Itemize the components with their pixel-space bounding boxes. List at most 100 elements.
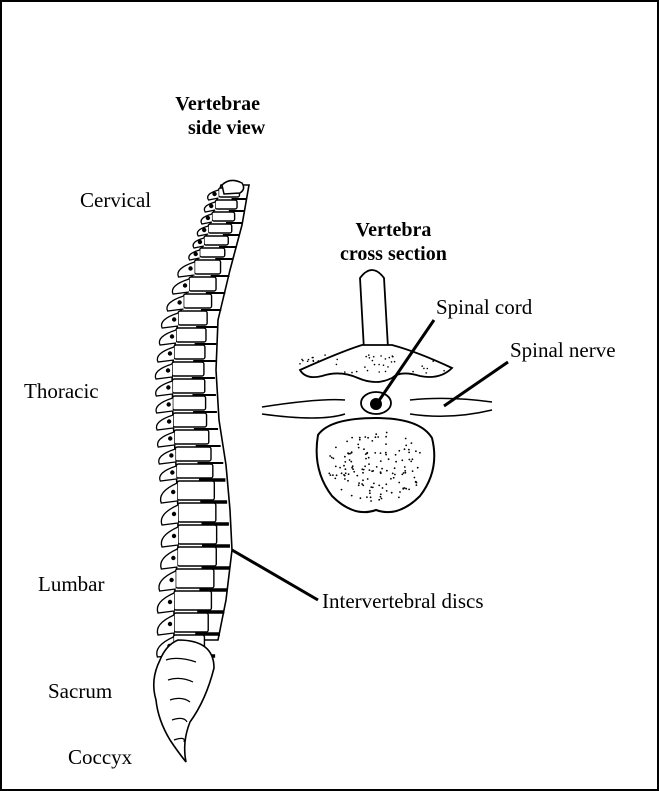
bone-stipple xyxy=(363,469,365,471)
vertebra-foramen xyxy=(169,453,173,457)
bone-stipple xyxy=(335,447,337,449)
bone-stipple xyxy=(344,371,346,373)
bone-stipple xyxy=(405,438,407,440)
bone-stipple xyxy=(367,437,369,439)
bone-stipple xyxy=(398,450,400,452)
bone-stipple xyxy=(328,473,330,475)
bone-stipple xyxy=(398,497,400,499)
bone-stipple xyxy=(365,356,367,358)
bone-stipple xyxy=(358,447,360,449)
vertebra-foramen xyxy=(193,252,197,256)
bone-stipple xyxy=(385,454,387,456)
bone-stipple xyxy=(349,459,351,461)
vertebra-body xyxy=(176,569,214,588)
vertebra-foramen xyxy=(168,622,172,626)
vertebra-body xyxy=(208,224,232,233)
bone-stipple xyxy=(364,465,366,467)
bone-stipple xyxy=(385,358,387,360)
bone-stipple xyxy=(344,456,346,458)
bone-stipple xyxy=(376,466,378,468)
bone-stipple xyxy=(329,455,331,457)
vertebra-foramen xyxy=(183,283,187,287)
vertebra-body xyxy=(174,430,209,444)
bone-stipple xyxy=(412,470,414,472)
bone-stipple xyxy=(401,459,403,461)
bone-stipple xyxy=(365,458,367,460)
bone-stipple xyxy=(391,492,393,494)
bone-stipple xyxy=(401,474,403,476)
vertebra-body xyxy=(178,311,207,325)
bone-stipple xyxy=(419,452,421,454)
bone-stipple xyxy=(385,443,387,445)
vertebra-body xyxy=(184,294,212,308)
bone-stipple xyxy=(392,355,394,357)
bone-stipple xyxy=(385,436,387,438)
bone-stipple xyxy=(380,460,382,462)
bone-stipple xyxy=(351,495,353,497)
bone-stipple xyxy=(408,459,410,461)
spine-side-view xyxy=(154,180,249,762)
spinous-process xyxy=(360,270,388,352)
bone-stipple xyxy=(378,499,380,501)
bone-stipple xyxy=(412,371,414,373)
cross-section-heading-line2: cross section xyxy=(340,242,447,266)
bone-stipple xyxy=(386,470,388,472)
bone-stipple xyxy=(405,445,407,447)
bone-stipple xyxy=(347,452,349,454)
bone-stipple xyxy=(380,496,382,498)
vertebra-foramen xyxy=(169,578,173,582)
bone-stipple xyxy=(363,448,365,450)
bone-stipple xyxy=(359,437,361,439)
bone-stipple xyxy=(421,365,423,367)
bone-stipple xyxy=(369,469,371,471)
bone-stipple xyxy=(364,366,366,368)
bone-stipple xyxy=(313,361,315,363)
bone-stipple xyxy=(394,361,396,363)
bone-stipple xyxy=(411,442,413,444)
region-label-lumbar: Lumbar xyxy=(38,574,104,595)
region-label-cervical: Cervical xyxy=(80,190,151,211)
bone-stipple xyxy=(334,478,336,480)
bone-stipple xyxy=(344,461,346,463)
bone-stipple xyxy=(318,360,320,362)
vertebra-foramen xyxy=(166,385,170,389)
bone-stipple xyxy=(356,371,358,373)
vertebral-body-cross-section xyxy=(317,418,435,512)
vertebra-foramen xyxy=(172,512,176,516)
vertebra-foramen xyxy=(198,240,202,244)
vertebra-body xyxy=(178,503,216,522)
bone-stipple xyxy=(399,491,401,493)
bone-stipple xyxy=(351,467,353,469)
bone-stipple xyxy=(386,432,388,434)
region-label-thoracic: Thoracic xyxy=(24,381,99,402)
bone-stipple xyxy=(350,461,352,463)
vertebra-body xyxy=(189,277,216,291)
vertebra-body xyxy=(177,547,216,566)
bone-stipple xyxy=(368,463,370,465)
bone-stipple xyxy=(347,480,349,482)
bone-stipple xyxy=(380,471,382,473)
bone-stipple xyxy=(372,487,374,489)
bone-stipple xyxy=(381,468,383,470)
bone-stipple xyxy=(336,474,338,476)
bone-stipple xyxy=(308,359,310,361)
vertebra-body xyxy=(174,591,211,610)
bone-stipple xyxy=(378,485,380,487)
bone-stipple xyxy=(368,457,370,459)
bone-stipple xyxy=(344,478,346,480)
bone-stipple xyxy=(394,467,396,469)
bone-stipple xyxy=(336,364,338,366)
bone-stipple xyxy=(427,368,429,370)
vertebra-foramen xyxy=(168,351,172,355)
bone-stipple xyxy=(388,458,390,460)
vertebra-foramen xyxy=(168,436,172,440)
side-view-heading-line1: Vertebrae xyxy=(170,92,265,116)
bone-stipple xyxy=(348,473,350,475)
bone-stipple xyxy=(339,467,341,469)
cross-section-heading-line1: Vertebra xyxy=(340,218,447,242)
bone-stipple xyxy=(408,449,410,451)
bone-stipple xyxy=(415,481,417,483)
bone-stipple xyxy=(403,472,405,474)
bone-stipple xyxy=(404,470,406,472)
vertebra-body xyxy=(177,481,214,500)
